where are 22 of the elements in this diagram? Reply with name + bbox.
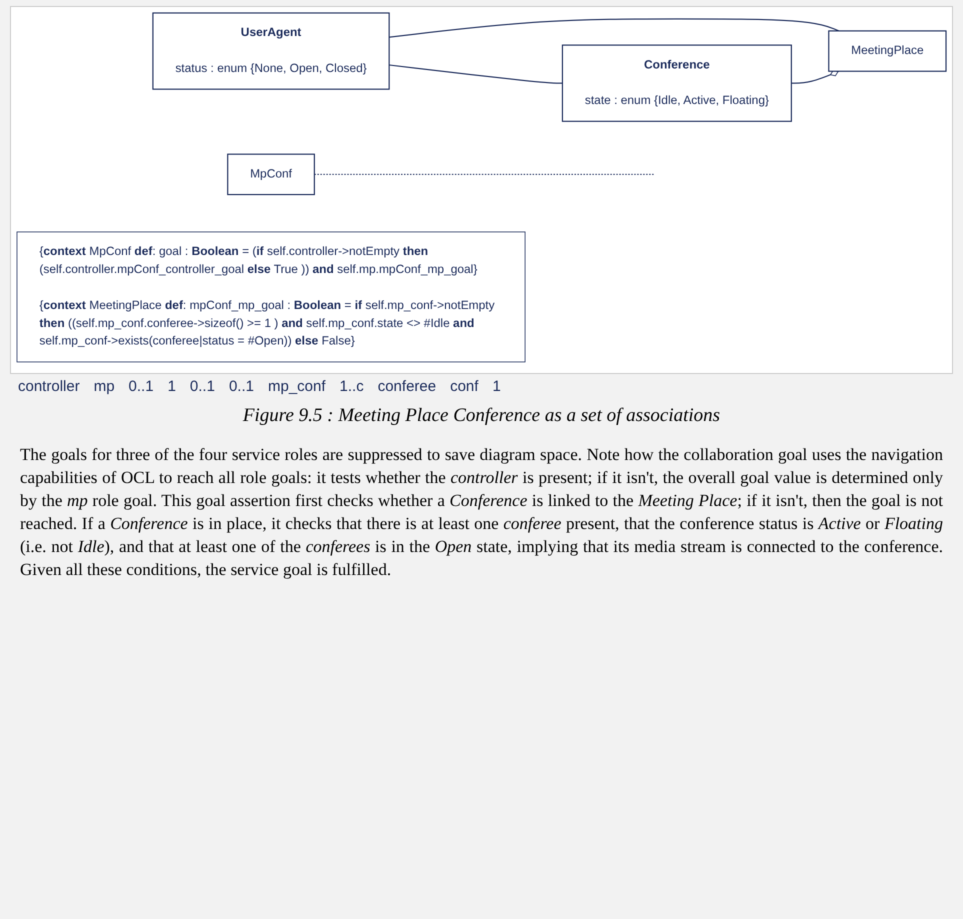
body-paragraph: The goals for three of the four service roles are suppressed to save diagram space. Note how the collaboration goal uses the navigation capabilities of OCL to reach all role goals: it tests whether the controller is present; if it isn't, the overall goal value is determined only by the mp role goal. This goal assertion first checks whether a Conference is linked to the Meeting Place; if it isn't, then the goal is not reached. If a Conference is in place, it checks that there is at least one conferee present, that the conference status is Active or Floating (i.e. not Idle), and that at least one of the conferees is in the Open state, implying that its media stream is connected to the conference. Given all these conditions, the service goal is fulfilled. bbox=[20, 444, 943, 581]
connector bbox=[389, 64, 562, 84]
connector bbox=[791, 70, 840, 84]
association-end-label: conf bbox=[450, 378, 478, 395]
association-end-label: mp bbox=[94, 378, 115, 395]
association-end-label: controller bbox=[18, 378, 80, 395]
association-end-label: 1..c bbox=[340, 378, 364, 395]
association-end-label: mp_conf bbox=[268, 378, 326, 395]
connector bbox=[389, 18, 840, 38]
association-end-label: 0..1 bbox=[228, 378, 254, 395]
association-end-label: 1 bbox=[168, 378, 176, 395]
node-box: MeetingPlace bbox=[828, 30, 947, 72]
association-end-label: 0..1 bbox=[190, 378, 215, 395]
association-end-label: conferee bbox=[378, 378, 436, 395]
node-box: Conference state : enum {Idle, Active, Floating} bbox=[562, 44, 792, 122]
node-box: UserAgent status : enum {None, Open, Closed} bbox=[152, 12, 390, 90]
connector bbox=[314, 174, 654, 175]
figure-caption: Figure 9.5 : Meeting Place Conference as a set of associations bbox=[242, 404, 720, 426]
node-box: {context MpConf def: goal : Boolean = (if self.controller->notEmpty then (self.controller.mpConf_controller_goal else True )) and self.mp.mpConf_mp_goal} {context MeetingPlace def: mpConf_mp_goal : Boolean = if self.mp_conf->notEmpty then ((self.mp_conf.conferee->sizeof() >= 1 ) and self.mp_conf.state <> #Idle and self.mp_conf->exists(conferee|status = #Open)) else False} bbox=[16, 232, 526, 362]
association-end-label: 1 bbox=[492, 378, 501, 395]
association-end-label: 0..1 bbox=[128, 378, 154, 395]
node-box: MpConf bbox=[227, 154, 315, 196]
